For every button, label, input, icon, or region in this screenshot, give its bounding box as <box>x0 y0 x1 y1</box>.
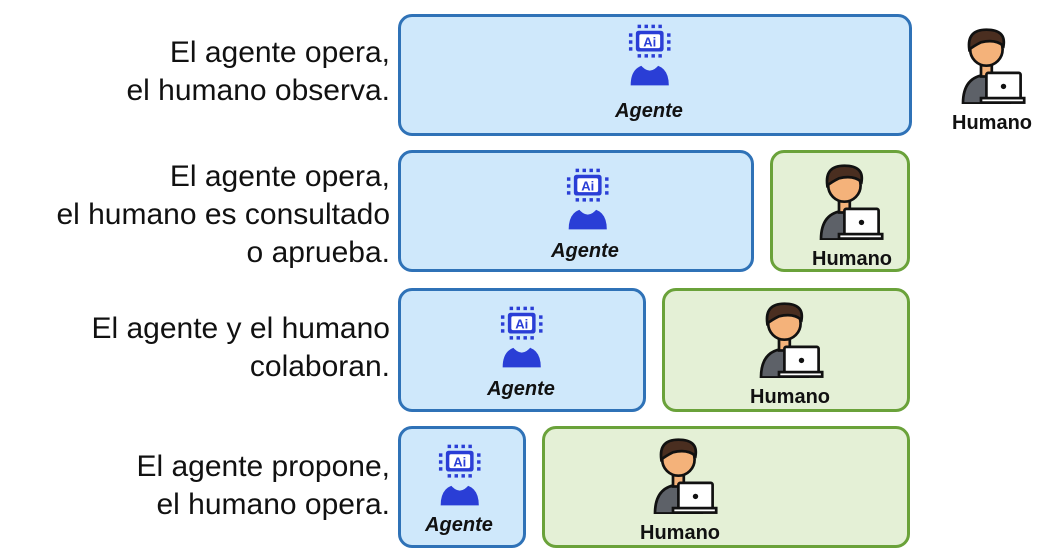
agent-label-row-4: Agente <box>425 514 493 536</box>
row-2-line-1: El agente opera, <box>169 160 390 193</box>
ai-robot-icon <box>622 24 674 86</box>
person-laptop-icon <box>752 296 824 378</box>
row-1-text: El agente opera, el humano observa. <box>127 34 391 110</box>
ai-robot-icon <box>494 306 546 368</box>
human-label-row-1: Humano <box>952 112 1032 134</box>
row-2-line-3: o aprueba. <box>246 236 390 269</box>
ai-robot-icon <box>432 444 484 506</box>
person-laptop-icon <box>646 432 718 514</box>
row-4-text: El agente propone, el humano opera. <box>136 448 390 524</box>
row-3-text: El agente y el humano colaboran. <box>91 310 390 386</box>
row-2-line-2: el humano es consultado <box>56 198 390 231</box>
row-2-text: El agente opera, el humano es consultado… <box>56 158 390 272</box>
row-4-line-2: el humano opera. <box>156 488 391 521</box>
human-label-row-2: Humano <box>812 248 892 270</box>
person-laptop-icon <box>954 22 1026 104</box>
ai-robot-icon <box>560 168 612 230</box>
row-1-line-1: El agente opera, <box>169 36 390 69</box>
person-laptop-icon <box>812 158 884 240</box>
agent-label-row-2: Agente <box>551 240 619 262</box>
row-1-line-2: el humano observa. <box>126 74 391 107</box>
agent-label-row-3: Agente <box>487 378 555 400</box>
agent-label-row-1: Agente <box>615 100 683 122</box>
human-label-row-4: Humano <box>640 522 720 544</box>
row-3-line-1: El agente y el humano <box>91 312 390 345</box>
row-4-line-1: El agente propone, <box>136 450 390 483</box>
human-box-row-4 <box>542 426 910 548</box>
human-label-row-3: Humano <box>750 386 830 408</box>
row-3-line-2: colaboran. <box>249 350 390 383</box>
